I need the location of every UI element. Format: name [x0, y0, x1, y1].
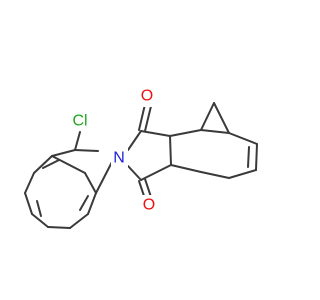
bond-bridge-to-lower-right — [213, 102, 230, 134]
bond-top-carbonyl-to-bridgehead — [140, 130, 171, 137]
bond-top-right-to-bridge — [200, 102, 215, 131]
bottom-oxygen-label-background — [140, 195, 158, 216]
nitrogen-label-background — [111, 148, 128, 169]
top-oxygen-atom-label: O — [141, 88, 153, 105]
bond-aryl-9 — [87, 192, 97, 215]
bond-aryl-3 — [33, 155, 53, 174]
nitrogen-atom-label: N — [113, 150, 125, 167]
bond-aryl-4 — [24, 172, 35, 194]
bond-n-to-top-carbonyl — [127, 130, 142, 151]
chlorine-label-background — [64, 110, 96, 131]
bond-bottom-carbonyl-to-n — [127, 165, 142, 181]
bond-aryl-double-c — [79, 195, 89, 211]
bond-top-bridgehead-to-bottom-bridgehead — [169, 135, 172, 166]
bond-top-right-to-right — [200, 129, 230, 134]
bond-bottom-right-to-bridgehead — [200, 171, 230, 179]
bond-aryl-8 — [69, 213, 89, 229]
bond-aryl-6 — [31, 213, 49, 228]
bond-aryl-10 — [84, 172, 97, 194]
bond-aryl-7 — [47, 226, 71, 229]
bond-alkene-bottom-to-bridgehead — [228, 169, 257, 179]
chlorine-atom-label: Cl — [72, 113, 87, 130]
bond-ring-to-cl — [74, 131, 81, 151]
bond-alkene — [255, 143, 258, 171]
bond-aryl-1 — [74, 149, 99, 152]
diagram-background — [0, 0, 300, 300]
bond-bottom-bridgehead-to-bottom-carbonyl — [140, 164, 172, 181]
chemical-structure-diagram: Cl N O O — [0, 0, 300, 300]
bond-aryl-2 — [51, 149, 76, 157]
top-oxygen-label-background — [138, 86, 156, 107]
bond-ring-to-n — [95, 159, 114, 194]
bond-bottom-bridgehead-to-bottom-right — [170, 164, 202, 173]
bond-aryl-double-a — [42, 159, 60, 169]
bond-alkene-double — [247, 146, 250, 168]
bond-right-to-alkene-top — [228, 132, 258, 145]
bond-aryl-double-b — [36, 200, 42, 217]
bond-bottom-carbonyl-oxygen-b — [144, 178, 152, 198]
bond-aryl-11 — [51, 155, 86, 174]
bottom-oxygen-atom-label: O — [143, 197, 155, 214]
bond-aryl-5 — [24, 192, 33, 215]
bond-bridgehead-to-top-right — [169, 129, 202, 137]
atom-labels: Cl N O O — [64, 86, 158, 216]
